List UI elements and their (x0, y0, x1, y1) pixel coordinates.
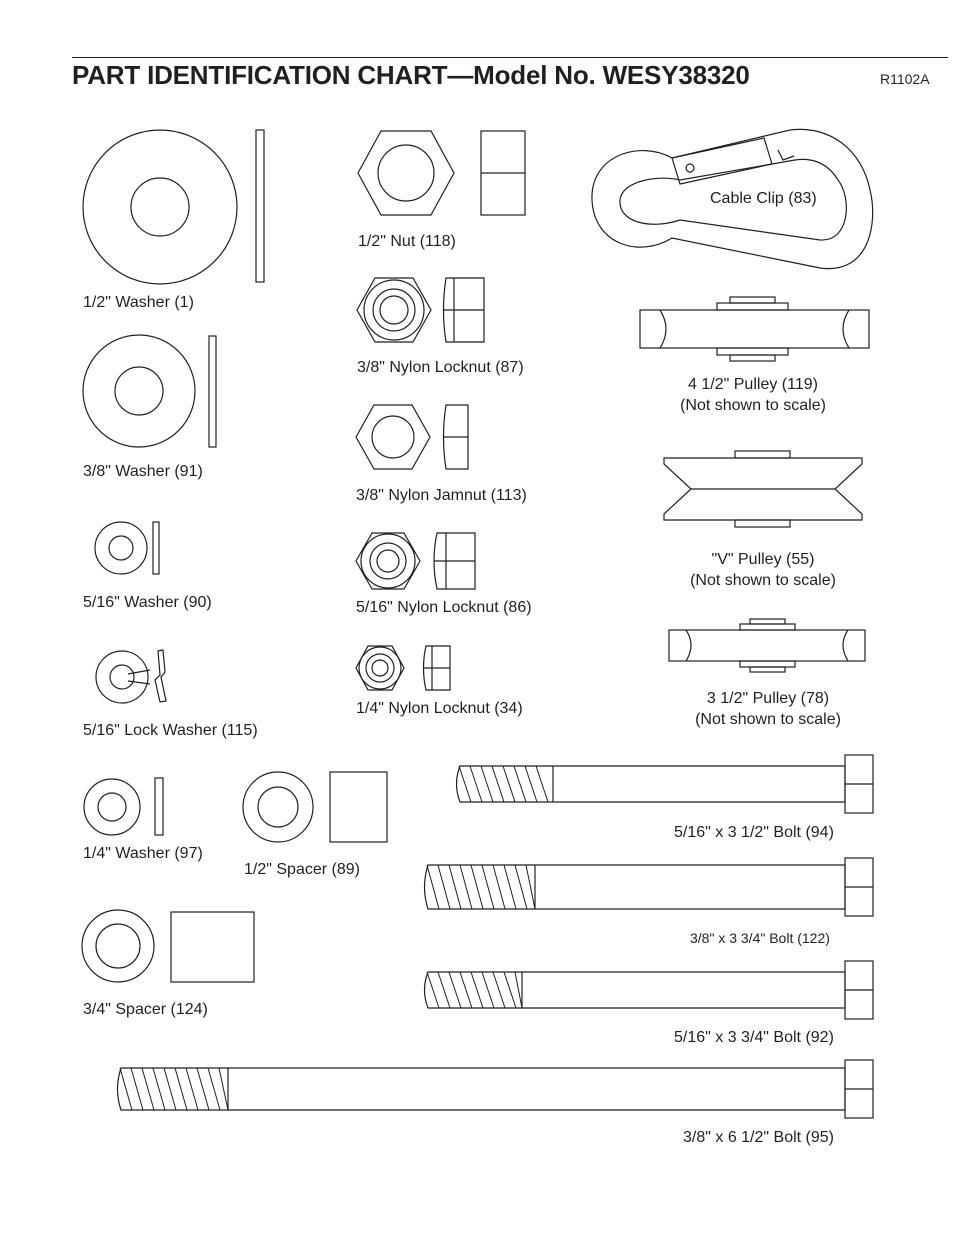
locknut-34-label: 1/4" Nylon Locknut (34) (356, 700, 523, 717)
washer-91-label: 3/8" Washer (91) (83, 463, 203, 480)
pulley-78-scale-note: (Not shown to scale) (695, 711, 841, 728)
pulley-119-name: 4 1/2" Pulley (119) (688, 376, 818, 393)
washer-97-drawing (83, 777, 164, 836)
cable-clip-drawing (591, 128, 874, 270)
lock-washer-115-drawing (95, 649, 167, 704)
bolt-92-drawing (423, 960, 874, 1020)
locknut-86-drawing (355, 532, 476, 590)
bolt-95-drawing (116, 1059, 874, 1119)
jamnut-113-label: 3/8" Nylon Jamnut (113) (356, 487, 527, 504)
nut-118-drawing (357, 130, 526, 216)
pulley-119-drawing (639, 296, 870, 362)
lock-washer-115-label: 5/16" Lock Washer (115) (83, 722, 258, 739)
spacer-89-drawing (242, 771, 388, 843)
washer-1-label: 1/2" Washer (1) (83, 294, 194, 311)
header-rule (72, 57, 948, 58)
document-code: R1102A (880, 71, 930, 87)
cable-clip-label: Cable Clip (83) (710, 190, 817, 207)
washer-1-drawing (82, 129, 265, 285)
pulley-55-scale-note: (Not shown to scale) (690, 572, 836, 589)
locknut-87-drawing (356, 277, 485, 343)
nut-118-label: 1/2" Nut (118) (358, 233, 456, 250)
pulley-119-label: 4 1/2" Pulley (119) (Not shown to scale) (663, 374, 843, 416)
pulley-55-drawing (663, 450, 863, 528)
pulley-78-name: 3 1/2" Pulley (78) (706, 690, 830, 707)
pulley-119-scale-note: (Not shown to scale) (680, 397, 826, 414)
spacer-124-drawing (81, 909, 255, 983)
washer-90-drawing (94, 521, 160, 575)
spacer-89-label: 1/2" Spacer (89) (244, 861, 360, 878)
bolt-92-label: 5/16" x 3 3/4" Bolt (92) (674, 1029, 834, 1046)
pulley-55-name: "V" Pulley (55) (711, 551, 815, 568)
bolt-122-drawing (423, 857, 874, 917)
bolt-122-label: 3/8" x 3 3/4" Bolt (122) (690, 930, 830, 946)
bolt-94-label: 5/16" x 3 1/2" Bolt (94) (674, 824, 834, 841)
bolt-94-drawing (455, 754, 874, 814)
pulley-78-drawing (668, 618, 866, 673)
locknut-87-label: 3/8" Nylon Locknut (87) (357, 359, 524, 376)
washer-90-label: 5/16" Washer (90) (83, 594, 212, 611)
bolt-95-label: 3/8" x 6 1/2" Bolt (95) (683, 1129, 834, 1146)
jamnut-113-drawing (355, 404, 469, 470)
spacer-124-label: 3/4" Spacer (124) (83, 1001, 208, 1018)
washer-97-label: 1/4" Washer (97) (83, 845, 203, 862)
washer-91-drawing (82, 334, 217, 448)
pulley-78-label: 3 1/2" Pulley (78) (Not shown to scale) (678, 688, 858, 730)
locknut-86-label: 5/16" Nylon Locknut (86) (356, 599, 532, 616)
page-title: PART IDENTIFICATION CHART—Model No. WESY… (72, 60, 750, 90)
pulley-55-label: "V" Pulley (55) (Not shown to scale) (673, 549, 853, 591)
locknut-34-drawing (355, 645, 451, 691)
